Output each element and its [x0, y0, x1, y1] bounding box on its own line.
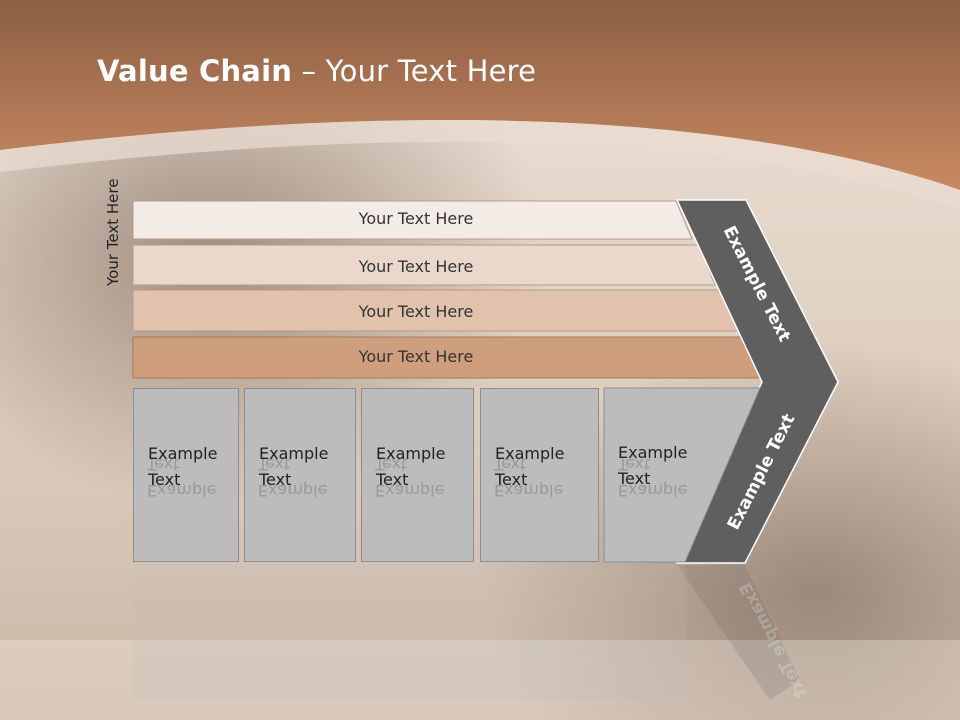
column-5-shape [603, 387, 761, 563]
column-3-line2: Text [376, 470, 409, 489]
stripe-3-label: Your Text Here [358, 302, 474, 321]
column-5-line1: Example [618, 443, 688, 462]
column-4-line2: Text [495, 470, 528, 489]
chevron-arrow [675, 199, 839, 564]
column-3-line1: Example [376, 444, 446, 463]
column-1-line1: Example [148, 444, 218, 463]
stripe-2 [132, 244, 716, 286]
stripe-1-label: Your Text Here [358, 209, 474, 228]
column-2-line2: Text [259, 470, 292, 489]
chevron-reflection [677, 565, 800, 700]
stripe-1 [132, 200, 693, 240]
column-4-line1: Example [495, 444, 565, 463]
column-5-line2: Text [618, 469, 651, 488]
stripe-2-label: Your Text Here [358, 257, 474, 276]
slide-title: Value Chain – Your Text Here [97, 54, 537, 88]
stripe-4-label: Your Text Here [358, 347, 474, 366]
column-1-line2: Text [148, 470, 181, 489]
columns-reflection [133, 564, 685, 700]
column-2-line1: Example [259, 444, 329, 463]
